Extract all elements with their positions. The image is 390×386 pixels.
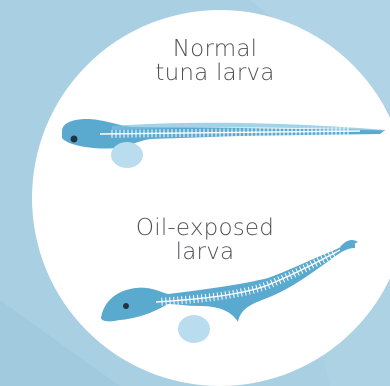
oil-exposed-larva: [101, 240, 358, 343]
oil-larva-body: [101, 244, 355, 322]
oil-larva-eye: [123, 303, 129, 309]
oil-larva-yolk-sac: [178, 315, 210, 343]
